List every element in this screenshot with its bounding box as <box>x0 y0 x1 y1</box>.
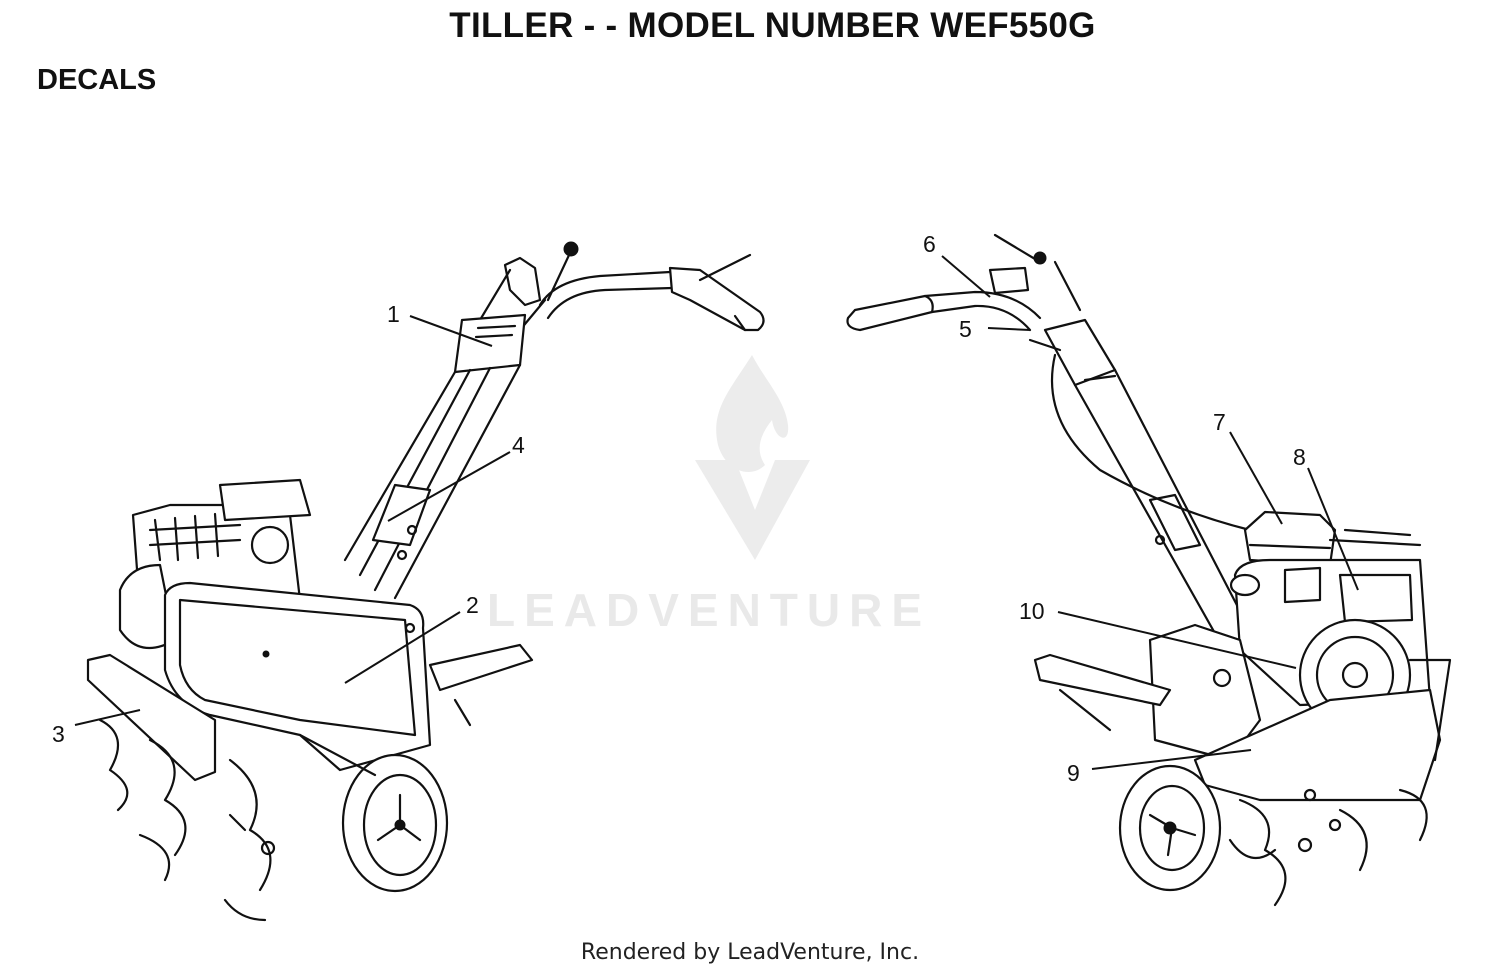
callout-4: 4 <box>512 432 525 458</box>
watermark-text: LEADVENTURE <box>487 584 932 636</box>
page-title: TILLER - - MODEL NUMBER WEF550G <box>449 6 1096 45</box>
section-heading: DECALS <box>37 64 157 96</box>
callout-leaders <box>74 255 1359 770</box>
footer-credit: Rendered by LeadVenture, Inc. <box>580 940 920 965</box>
watermark-logo <box>695 355 810 560</box>
callout-3: 3 <box>52 721 65 747</box>
right-tiller-illustration <box>846 233 1452 907</box>
callout-8: 8 <box>1293 444 1306 470</box>
callout-6: 6 <box>923 231 936 257</box>
callout-2: 2 <box>466 592 479 618</box>
callout-7: 7 <box>1213 409 1226 435</box>
callout-1: 1 <box>387 301 400 327</box>
callout-9: 9 <box>1067 760 1080 786</box>
callout-10: 10 <box>1019 598 1045 624</box>
callout-5: 5 <box>959 316 972 342</box>
left-tiller-illustration <box>86 241 765 922</box>
